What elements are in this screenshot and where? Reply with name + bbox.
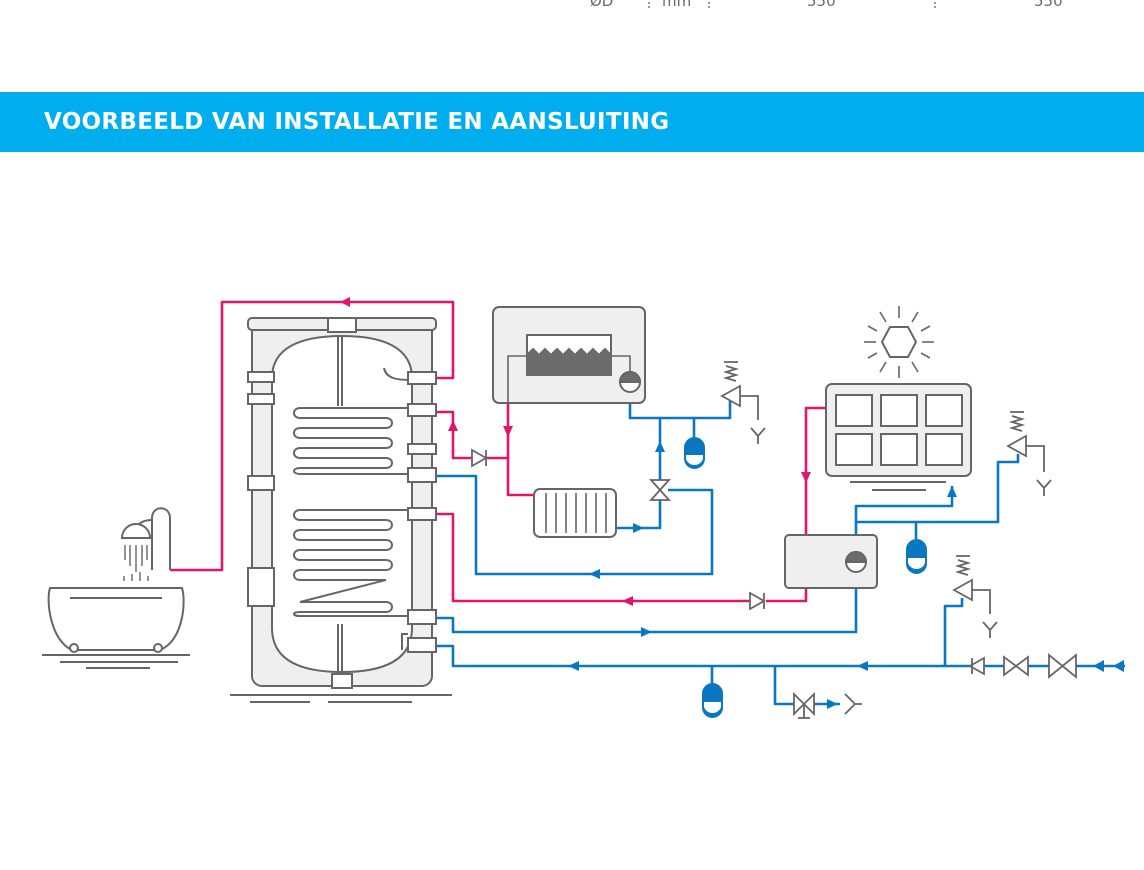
safety-valve-icons [720,361,1052,638]
expansion-vessel [684,437,705,469]
section-title: VOORBEELD VAN INSTALLATIE EN AANSLUITING [44,109,670,135]
shut-off-valve [1048,653,1077,679]
sun-icon [864,306,934,378]
radiator-supply-line [506,458,535,497]
drain-valve [793,691,815,719]
boiler-icon [492,306,646,404]
dotted-separator [648,0,650,8]
hot-water-lines [170,300,826,603]
safety-valve [720,361,766,444]
solar-pump-station-icon [784,534,878,589]
expansion-vessel-icons [684,437,927,718]
hot-tap-line [170,300,455,572]
cold-arrows [568,441,1124,709]
check-valve [968,656,985,676]
spec-value-1: 550 [807,0,836,10]
spec-value-2: 550 [1034,0,1063,10]
solar-return-line [436,512,750,603]
storage-tank-icon [230,317,452,703]
solar-safety-pipe [916,454,1020,524]
solar-collector-icon [825,383,972,491]
shut-off-valve [1003,655,1029,677]
dotted-separator [934,0,936,8]
valve-icons [471,448,1077,719]
radiator-icon [533,488,617,538]
hot-arrows [340,297,811,606]
check-valve [471,448,488,468]
expansion-vessel [906,539,927,574]
dotted-separator [708,0,710,8]
drain-pipe [773,666,794,706]
solar-collector-flow [766,406,826,603]
boiler-flow-line [486,404,510,460]
safety-valve [952,555,998,638]
solar-flow-line [436,486,954,634]
boiler-return-pipe [628,400,662,480]
check-valve [749,591,766,611]
spec-unit: mm [662,0,692,10]
radiator-return-line [614,500,662,530]
boiler-safety-pipe [694,400,732,420]
three-way-valve [648,479,672,501]
drain-outlet-icon [844,693,862,715]
cold-supply-main [436,644,1125,668]
expansion-vessel [702,683,723,718]
section-banner: VOORBEELD VAN INSTALLATIE EN AANSLUITING [0,92,1144,152]
safety-valve [1006,411,1052,496]
spec-row: ØD mm 550 550 [0,0,1144,14]
boiler-expansion-pipe [660,416,696,438]
spec-symbol: ØD [590,0,614,10]
boiler-return-line [436,410,472,460]
cold-water-lines [436,400,1125,706]
supply-safety-pipe [943,598,964,666]
bathtub-icon [42,507,190,669]
